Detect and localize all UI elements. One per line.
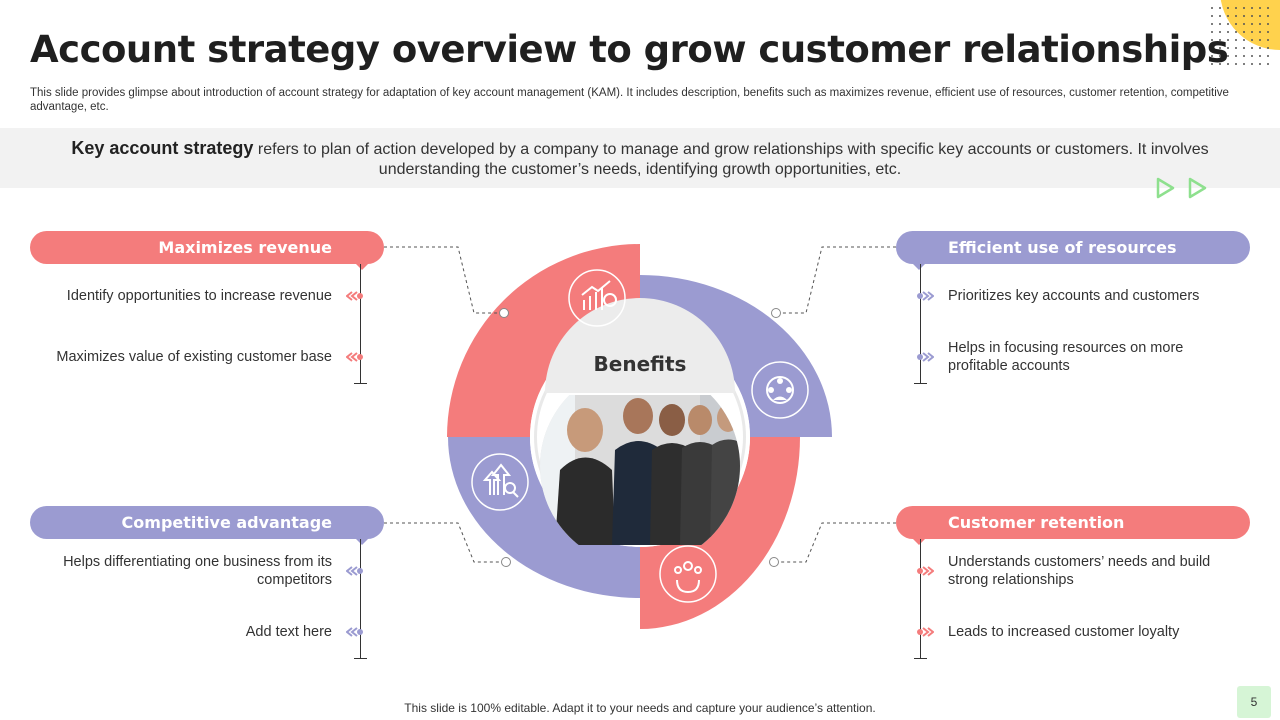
list-item: Maximizes value of existing customer bas… [56,349,332,365]
ring-segment-revenue [447,244,640,437]
section-title-competitive-text: Competitive advantage [121,513,332,532]
intro-text: Key account strategy refers to plan of a… [60,138,1220,180]
page-number: 5 [1237,686,1271,718]
intro-body: refers to plan of action developed by a … [253,141,1209,178]
page-title: Account strategy overview to grow custom… [30,28,1229,71]
page-subtitle: This slide provides glimpse about introd… [30,87,1229,113]
list-item: Helps differentiating one business from … [63,554,332,588]
section-title-retention: Customer retention [896,506,1250,545]
bullet-arrow-icon [346,627,363,637]
section-title-resources: Efficient use of resources [896,231,1250,270]
play-arrows-decoration [1156,177,1207,199]
timeline-line [920,539,921,659]
intro-band [0,128,1280,188]
bullet-arrow-icon [346,566,363,576]
timeline-tick [354,658,367,659]
section-title-revenue-text: Maximizes revenue [158,238,332,257]
team-globe-icon [751,361,809,419]
bullet-arrow-icon [917,291,934,301]
section-title-retention-text: Customer retention [948,513,1125,532]
section-title-resources-text: Efficient use of resources [948,238,1177,257]
timeline-tick [914,383,927,384]
corner-decoration [1211,0,1280,65]
list-item: Helps in focusing resources on more prof… [948,340,1184,374]
timeline-line [360,264,361,384]
timeline-tick [354,383,367,384]
intro-bold: Key account strategy [71,138,254,158]
revenue-chart-icon [568,269,626,327]
timeline-tick [914,658,927,659]
magnet-people-icon [659,545,717,603]
list-item: Understands customers’ needs and build s… [948,554,1211,588]
timeline-line [920,264,921,384]
timeline-line [360,539,361,659]
bullet-arrow-icon [346,291,363,301]
section-title-competitive: Competitive advantage [30,506,384,545]
list-item: Leads to increased customer loyalty [948,624,1180,640]
bullet-arrow-icon [917,352,934,362]
list-item: Identify opportunities to increase reven… [66,288,332,304]
list-item: Prioritizes key accounts and customers [948,288,1200,304]
section-title-revenue: Maximizes revenue [30,231,384,270]
bullet-arrow-icon [917,566,934,576]
growth-search-icon [471,453,529,511]
center-label: Benefits [593,352,687,376]
list-item: Add text here [245,624,332,640]
ring-segment-retention [640,437,800,629]
bullet-arrow-icon [346,352,363,362]
footer-note: This slide is 100% editable. Adapt it to… [404,701,876,715]
bullet-arrow-icon [917,627,934,637]
